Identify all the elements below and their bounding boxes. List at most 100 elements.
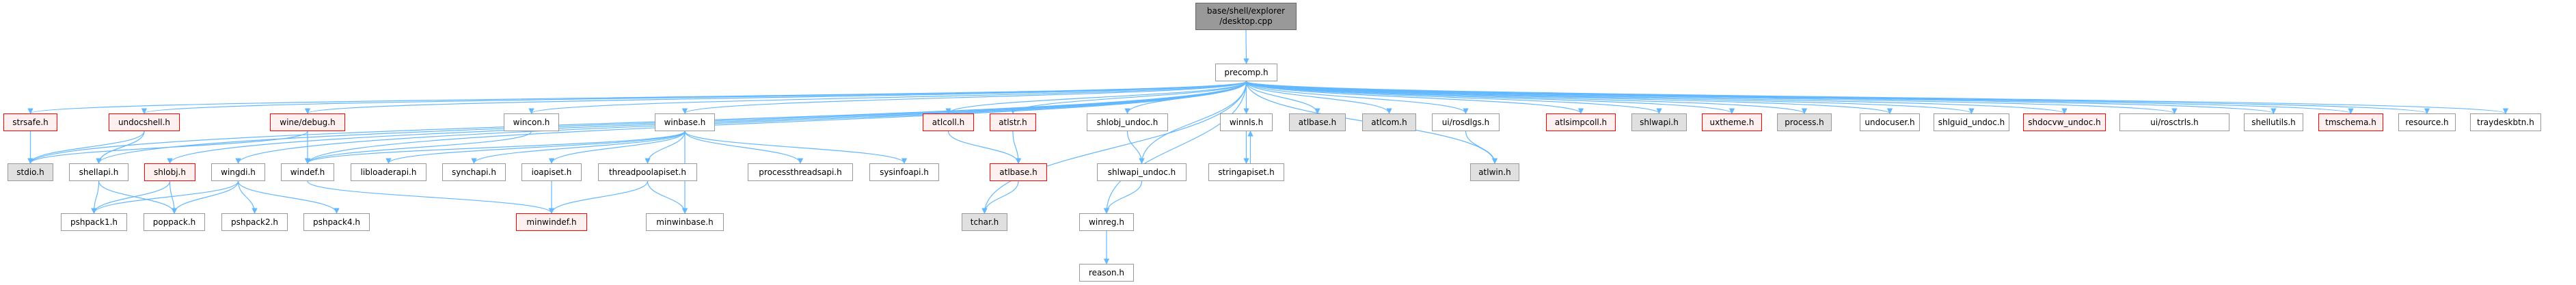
node-label: stringapiset.h — [1218, 167, 1275, 177]
node-label: sysinfoapi.h — [880, 167, 929, 177]
node-undocuser-h[interactable]: undocuser.h — [1860, 113, 1920, 131]
node-label: atlcoll.h — [932, 118, 965, 127]
node-winbase-h[interactable]: winbase.h — [655, 113, 715, 131]
node-label: undocuser.h — [1865, 118, 1915, 127]
edge-precomp-to-atlbase_g — [1245, 81, 1320, 114]
node-shlwapi-undoc-h[interactable]: shlwapi_undoc.h — [1097, 163, 1187, 181]
node-label: wincon.h — [513, 118, 550, 127]
node-label: stdio.h — [16, 167, 44, 177]
node-atlcom-h[interactable]: atlcom.h — [1362, 113, 1416, 131]
edge-shlwapi_undoc-to-winreg — [1103, 180, 1143, 214]
edge-precomp-to-resource — [1245, 81, 2430, 114]
node-uxtheme-h[interactable]: uxtheme.h — [1702, 113, 1762, 131]
node-ui-rosdlgs-h[interactable]: ui/rosdlgs.h — [1432, 113, 1500, 131]
node-winnls-h[interactable]: winnls.h — [1220, 113, 1273, 131]
node-label: atlsimpcoll.h — [1554, 118, 1608, 127]
node-shellapi-h[interactable]: shellapi.h — [69, 163, 128, 181]
node-wincon-h[interactable]: wincon.h — [504, 113, 559, 131]
node-atlstr-h[interactable]: atlstr.h — [990, 113, 1036, 131]
node-label: winreg.h — [1089, 217, 1124, 227]
node-label: undocshell.h — [118, 118, 171, 127]
node-atlbase-h-external[interactable]: atlbase.h — [1289, 113, 1346, 131]
edge-winbase-to-sysinfoapi — [684, 131, 908, 164]
node-atlbase-h[interactable]: atlbase.h — [990, 163, 1047, 181]
node-label: shellapi.h — [79, 167, 119, 177]
node-tmschema-h[interactable]: tmschema.h — [2318, 113, 2383, 131]
edge-precomp-to-shlwapi — [1245, 81, 1662, 114]
node-atlsimpcoll-h[interactable]: atlsimpcoll.h — [1546, 113, 1616, 131]
node-windef-h[interactable]: windef.h — [281, 163, 334, 181]
node-pshpack1-h[interactable]: pshpack1.h — [61, 213, 127, 231]
node-pshpack4-h[interactable]: pshpack4.h — [303, 213, 370, 231]
node-pshpack2-h[interactable]: pshpack2.h — [221, 213, 288, 231]
node-reason-h[interactable]: reason.h — [1079, 264, 1134, 282]
node-label: atlbase.h — [999, 167, 1038, 177]
node-label: tmschema.h — [2325, 118, 2376, 127]
edge-precomp-to-tchar — [981, 81, 1247, 214]
node-label: threadpoolapiset.h — [608, 167, 687, 177]
node-desktop-cpp[interactable]: base/shell/explorer /desktop.cpp — [1195, 3, 1297, 30]
node-sysinfoapi-h[interactable]: sysinfoapi.h — [869, 163, 939, 181]
edge-precomp-to-undocshell — [141, 81, 1247, 114]
node-resource-h[interactable]: resource.h — [2398, 113, 2456, 131]
node-atlcoll-h[interactable]: atlcoll.h — [923, 113, 974, 131]
edge-precomp-to-shlwapi_undoc — [1139, 81, 1247, 164]
node-shlguid-undoc-h[interactable]: shlguid_undoc.h — [1934, 113, 2009, 131]
node-winreg-h[interactable]: winreg.h — [1079, 213, 1134, 231]
edge-precomp-to-stdio — [27, 81, 1247, 164]
node-synchapi-h[interactable]: synchapi.h — [442, 163, 506, 181]
edge-precomp-to-shdocvw_undoc — [1245, 81, 2067, 114]
edge-wingdi-to-pshpack4 — [237, 180, 340, 214]
edge-winbase-to-libloaderapi — [385, 131, 686, 164]
node-poppack-h[interactable]: poppack.h — [144, 213, 205, 231]
node-label: shlwapi.h — [1640, 118, 1679, 127]
node-precomp-h[interactable]: precomp.h — [1215, 64, 1277, 81]
node-process-h[interactable]: process.h — [1777, 113, 1832, 131]
node-tchar-h[interactable]: tchar.h — [962, 213, 1007, 231]
node-label: pshpack2.h — [230, 217, 279, 227]
node-wingdi-h[interactable]: wingdi.h — [211, 163, 265, 181]
node-label: strsafe.h — [12, 118, 49, 127]
node-strsafe-h[interactable]: strsafe.h — [3, 113, 57, 131]
edge-rosdlgs-to-atlwin — [1465, 131, 1498, 164]
node-minwinbase-h[interactable]: minwinbase.h — [646, 213, 724, 231]
node-label: poppack.h — [152, 217, 196, 227]
node-label: winnls.h — [1229, 118, 1264, 127]
node-label: resource.h — [2405, 118, 2449, 127]
node-traydeskbtn-h[interactable]: traydeskbtn.h — [2470, 113, 2541, 131]
node-shellutils-h[interactable]: shellutils.h — [2244, 113, 2303, 131]
node-stringapiset-h[interactable]: stringapiset.h — [1208, 163, 1284, 181]
node-shdocvw-undoc-h[interactable]: shdocvw_undoc.h — [2023, 113, 2106, 131]
node-label: pshpack4.h — [312, 217, 361, 227]
node-label: base/shell/explorer /desktop.cpp — [1206, 6, 1286, 26]
edge-wincon-to-windef — [304, 131, 532, 164]
edge-precomp-to-winreg — [1103, 81, 1247, 214]
node-processthreadsapi-h[interactable]: processthreadsapi.h — [748, 163, 853, 181]
edge-precomp-to-process — [1245, 81, 1807, 114]
edge-precomp-to-atlsimpcoll — [1245, 81, 1584, 114]
node-ioapiset-h[interactable]: ioapiset.h — [521, 163, 582, 181]
node-undocshell-h[interactable]: undocshell.h — [109, 113, 180, 131]
node-label: ioapiset.h — [531, 167, 572, 177]
node-shlobj-undoc-h[interactable]: shlobj_undoc.h — [1087, 113, 1168, 131]
node-label: precomp.h — [1224, 68, 1269, 77]
edge-precomp-to-atlcom — [1245, 81, 1392, 114]
node-shlobj-h[interactable]: shlobj.h — [144, 163, 195, 181]
node-label: uxtheme.h — [1709, 118, 1754, 127]
node-atlwin-h[interactable]: atlwin.h — [1470, 163, 1519, 181]
node-wine-debug-h[interactable]: wine/debug.h — [270, 113, 345, 131]
edge-precomp-to-wincon — [528, 81, 1247, 114]
edge-precomp-to-strsafe — [27, 81, 1247, 114]
edge-shlobj-to-pshpack1 — [91, 180, 171, 214]
edge-precomp-to-shlguid_undoc — [1245, 81, 1975, 114]
node-ui-rosctrls-h[interactable]: ui/rosctrls.h — [2119, 113, 2229, 131]
node-stdio-h[interactable]: stdio.h — [8, 163, 53, 181]
node-label: traydeskbtn.h — [2477, 118, 2534, 127]
node-minwindef-h[interactable]: minwindef.h — [516, 213, 587, 231]
node-shlwapi-h[interactable]: shlwapi.h — [1631, 113, 1687, 131]
node-libloaderapi-h[interactable]: libloaderapi.h — [351, 163, 426, 181]
edge-precomp-to-windef — [304, 81, 1247, 164]
node-threadpoolapiset-h[interactable]: threadpoolapiset.h — [598, 163, 697, 181]
node-label: ui/rosctrls.h — [2150, 118, 2199, 127]
